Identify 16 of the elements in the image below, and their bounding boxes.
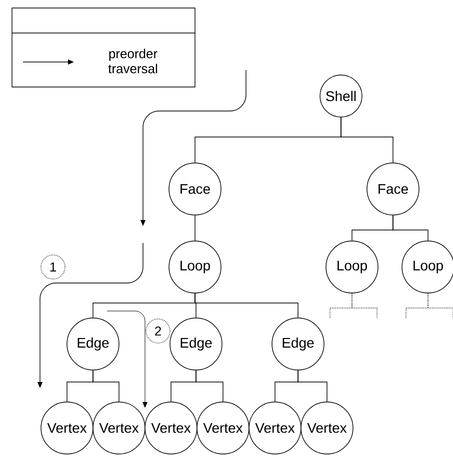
tree-line [392,215,428,241]
tree-line [340,117,394,163]
legend-text: preorder traversal [108,48,158,74]
tree-line [196,370,224,402]
tree-line [352,293,378,318]
callout-number: 1 [40,254,66,280]
tree-line [194,215,196,241]
tree-line [92,370,120,402]
node-label: Vertex [99,423,139,433]
tree-line [194,293,298,318]
callout-number: 2 [146,318,170,344]
node-label: Vertex [255,423,295,433]
tree-line [298,370,328,402]
node-label: Vertex [151,423,191,433]
node-label: Vertex [203,423,243,433]
node-label: Vertex [307,423,347,433]
